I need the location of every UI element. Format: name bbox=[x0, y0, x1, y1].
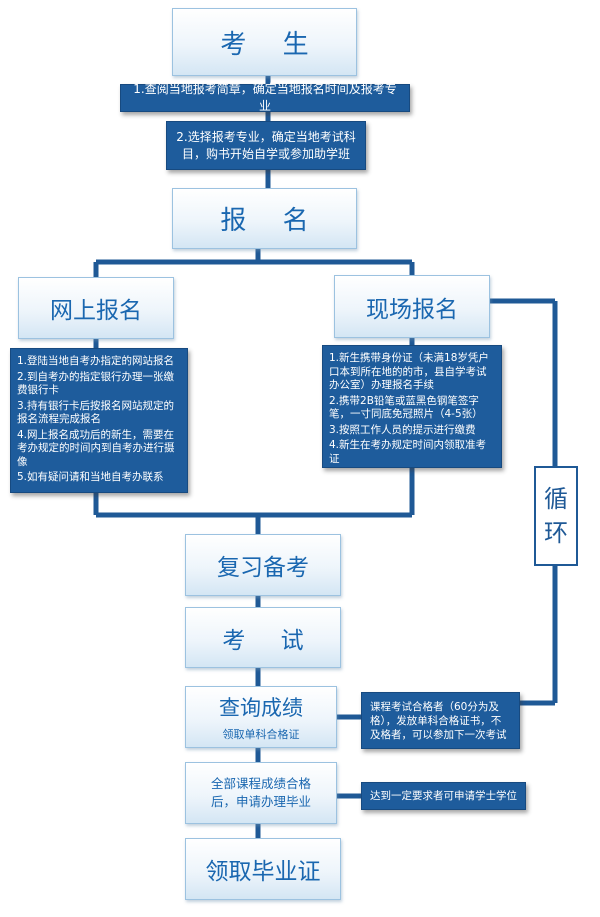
results-label: 查询成绩 bbox=[219, 696, 303, 720]
results-node: 查询成绩 领取单科合格证 bbox=[185, 686, 337, 748]
list-item: 4.新生在考办规定时间内领取准考证 bbox=[329, 439, 487, 465]
results-sub-label: 领取单科合格证 bbox=[222, 728, 300, 741]
online-register-label: 网上报名 bbox=[50, 298, 142, 324]
onsite-register-label: 现场报名 bbox=[366, 296, 458, 323]
certificate-node: 领取毕业证 bbox=[185, 838, 341, 900]
register-label: 报 名 bbox=[220, 206, 323, 236]
onsite-steps-list: 1.新生携带身份证（未满18岁凭户口本到所在地的的市，县自学考试办公室）办理报名… bbox=[323, 346, 501, 472]
list-item: 4.网上报名成功后的新生，需要在考办规定的时间内到自考办进行摄像 bbox=[17, 428, 175, 468]
list-item: 2.到自考办的指定银行办理一张缴费银行卡 bbox=[17, 370, 175, 397]
list-item: 5.如有疑问请和当地自考办联系 bbox=[17, 471, 164, 483]
list-item: 3.按照工作人员的提示进行缴费 bbox=[329, 423, 476, 436]
candidate-label: 考 生 bbox=[220, 29, 323, 60]
list-item: 3.持有银行卡后按报名网站规定的报名流程完成报名 bbox=[17, 399, 175, 426]
online-steps-list: 1.登陆当地自考办指定的网站报名 2.到自考办的指定银行办理一张缴费银行卡 3.… bbox=[11, 349, 187, 491]
onsite-register-node: 现场报名 bbox=[334, 275, 490, 338]
review-node: 复习备考 bbox=[185, 534, 341, 596]
degree-note-text: 达到一定要求者可申请学士学位 bbox=[370, 790, 517, 802]
graduate-apply-node: 全部课程成绩合格后，申请办理毕业 bbox=[185, 762, 337, 824]
step2-text: 2.选择报考专业，确定当地考试科目，购书开始自学或参加助学班 bbox=[176, 129, 356, 161]
candidate-node: 考 生 bbox=[172, 8, 357, 76]
list-item: 1.登陆当地自考办指定的网站报名 bbox=[17, 355, 175, 367]
onsite-steps-box: 1.新生携带身份证（未满18岁凭户口本到所在地的的市，县自学考试办公室）办理报名… bbox=[322, 345, 502, 468]
certificate-label: 领取毕业证 bbox=[205, 859, 321, 885]
list-item: 2.携带2B铅笔或蓝黑色钢笔签字笔，一寸同底免冠照片（4-5张） bbox=[329, 394, 483, 421]
results-note-box: 课程考试合格者（60分为及格），发放单科合格证书，不及格者，可以参加下一次考试 bbox=[361, 692, 520, 749]
review-label: 复习备考 bbox=[217, 555, 309, 581]
results-note-text: 课程考试合格者（60分为及格），发放单科合格证书，不及格者，可以参加下一次考试 bbox=[370, 700, 507, 741]
register-node: 报 名 bbox=[172, 188, 357, 249]
online-steps-box: 1.登陆当地自考办指定的网站报名 2.到自考办的指定银行办理一张缴费银行卡 3.… bbox=[10, 348, 188, 493]
loop-char-2: 环 bbox=[544, 519, 568, 547]
degree-note-box: 达到一定要求者可申请学士学位 bbox=[361, 782, 526, 810]
online-register-node: 网上报名 bbox=[18, 277, 174, 339]
exam-node: 考 试 bbox=[185, 607, 341, 668]
loop-label: 循 环 bbox=[534, 466, 578, 566]
loop-char-1: 循 bbox=[544, 485, 568, 513]
step1-box: 1.查阅当地报考简章，确定当地报名时间及报考专业 bbox=[120, 82, 410, 113]
exam-label: 考 试 bbox=[222, 627, 318, 654]
step2-box: 2.选择报考专业，确定当地考试科目，购书开始自学或参加助学班 bbox=[166, 121, 366, 170]
graduate-apply-label: 全部课程成绩合格后，申请办理毕业 bbox=[210, 776, 311, 809]
list-item: 1.新生携带身份证（未满18岁凭户口本到所在地的的市，县自学考试办公室）办理报名… bbox=[329, 352, 489, 391]
step1-text: 1.查阅当地报考简章，确定当地报名时间及报考专业 bbox=[133, 82, 397, 113]
